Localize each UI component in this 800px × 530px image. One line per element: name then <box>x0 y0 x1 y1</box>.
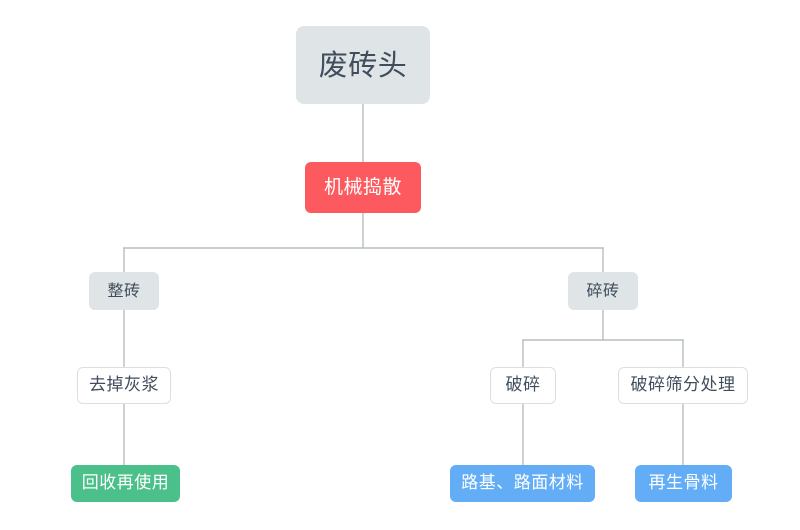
node-remove-mortar-label: 去掉灰浆 <box>89 375 159 395</box>
node-remove-mortar[interactable]: 去掉灰浆 <box>77 367 171 404</box>
node-whole-brick[interactable]: 整砖 <box>89 272 159 310</box>
node-waste-brick[interactable]: 废砖头 <box>296 26 430 104</box>
node-broken-brick[interactable]: 碎砖 <box>568 272 638 310</box>
node-recycled-aggregate-label: 再生骨料 <box>648 473 719 493</box>
node-whole-brick-label: 整砖 <box>107 281 141 300</box>
node-crush-screen-treatment-label: 破碎筛分处理 <box>630 375 736 395</box>
node-mechanical-loosening-label: 机械捣散 <box>323 176 402 198</box>
node-waste-brick-label: 废砖头 <box>318 47 408 82</box>
node-crushing-label: 破碎 <box>505 375 541 395</box>
node-subgrade-pavement-material[interactable]: 路基、路面材料 <box>450 465 595 502</box>
node-recycled-aggregate[interactable]: 再生骨料 <box>635 465 732 502</box>
node-mechanical-loosening[interactable]: 机械捣散 <box>305 162 421 213</box>
node-recycle-reuse-label: 回收再使用 <box>81 473 170 493</box>
node-recycle-reuse[interactable]: 回收再使用 <box>71 465 180 502</box>
node-crush-screen-treatment[interactable]: 破碎筛分处理 <box>618 367 748 404</box>
node-broken-brick-label: 碎砖 <box>586 281 620 300</box>
node-subgrade-pavement-material-label: 路基、路面材料 <box>461 473 584 493</box>
node-crushing[interactable]: 破碎 <box>490 367 556 404</box>
